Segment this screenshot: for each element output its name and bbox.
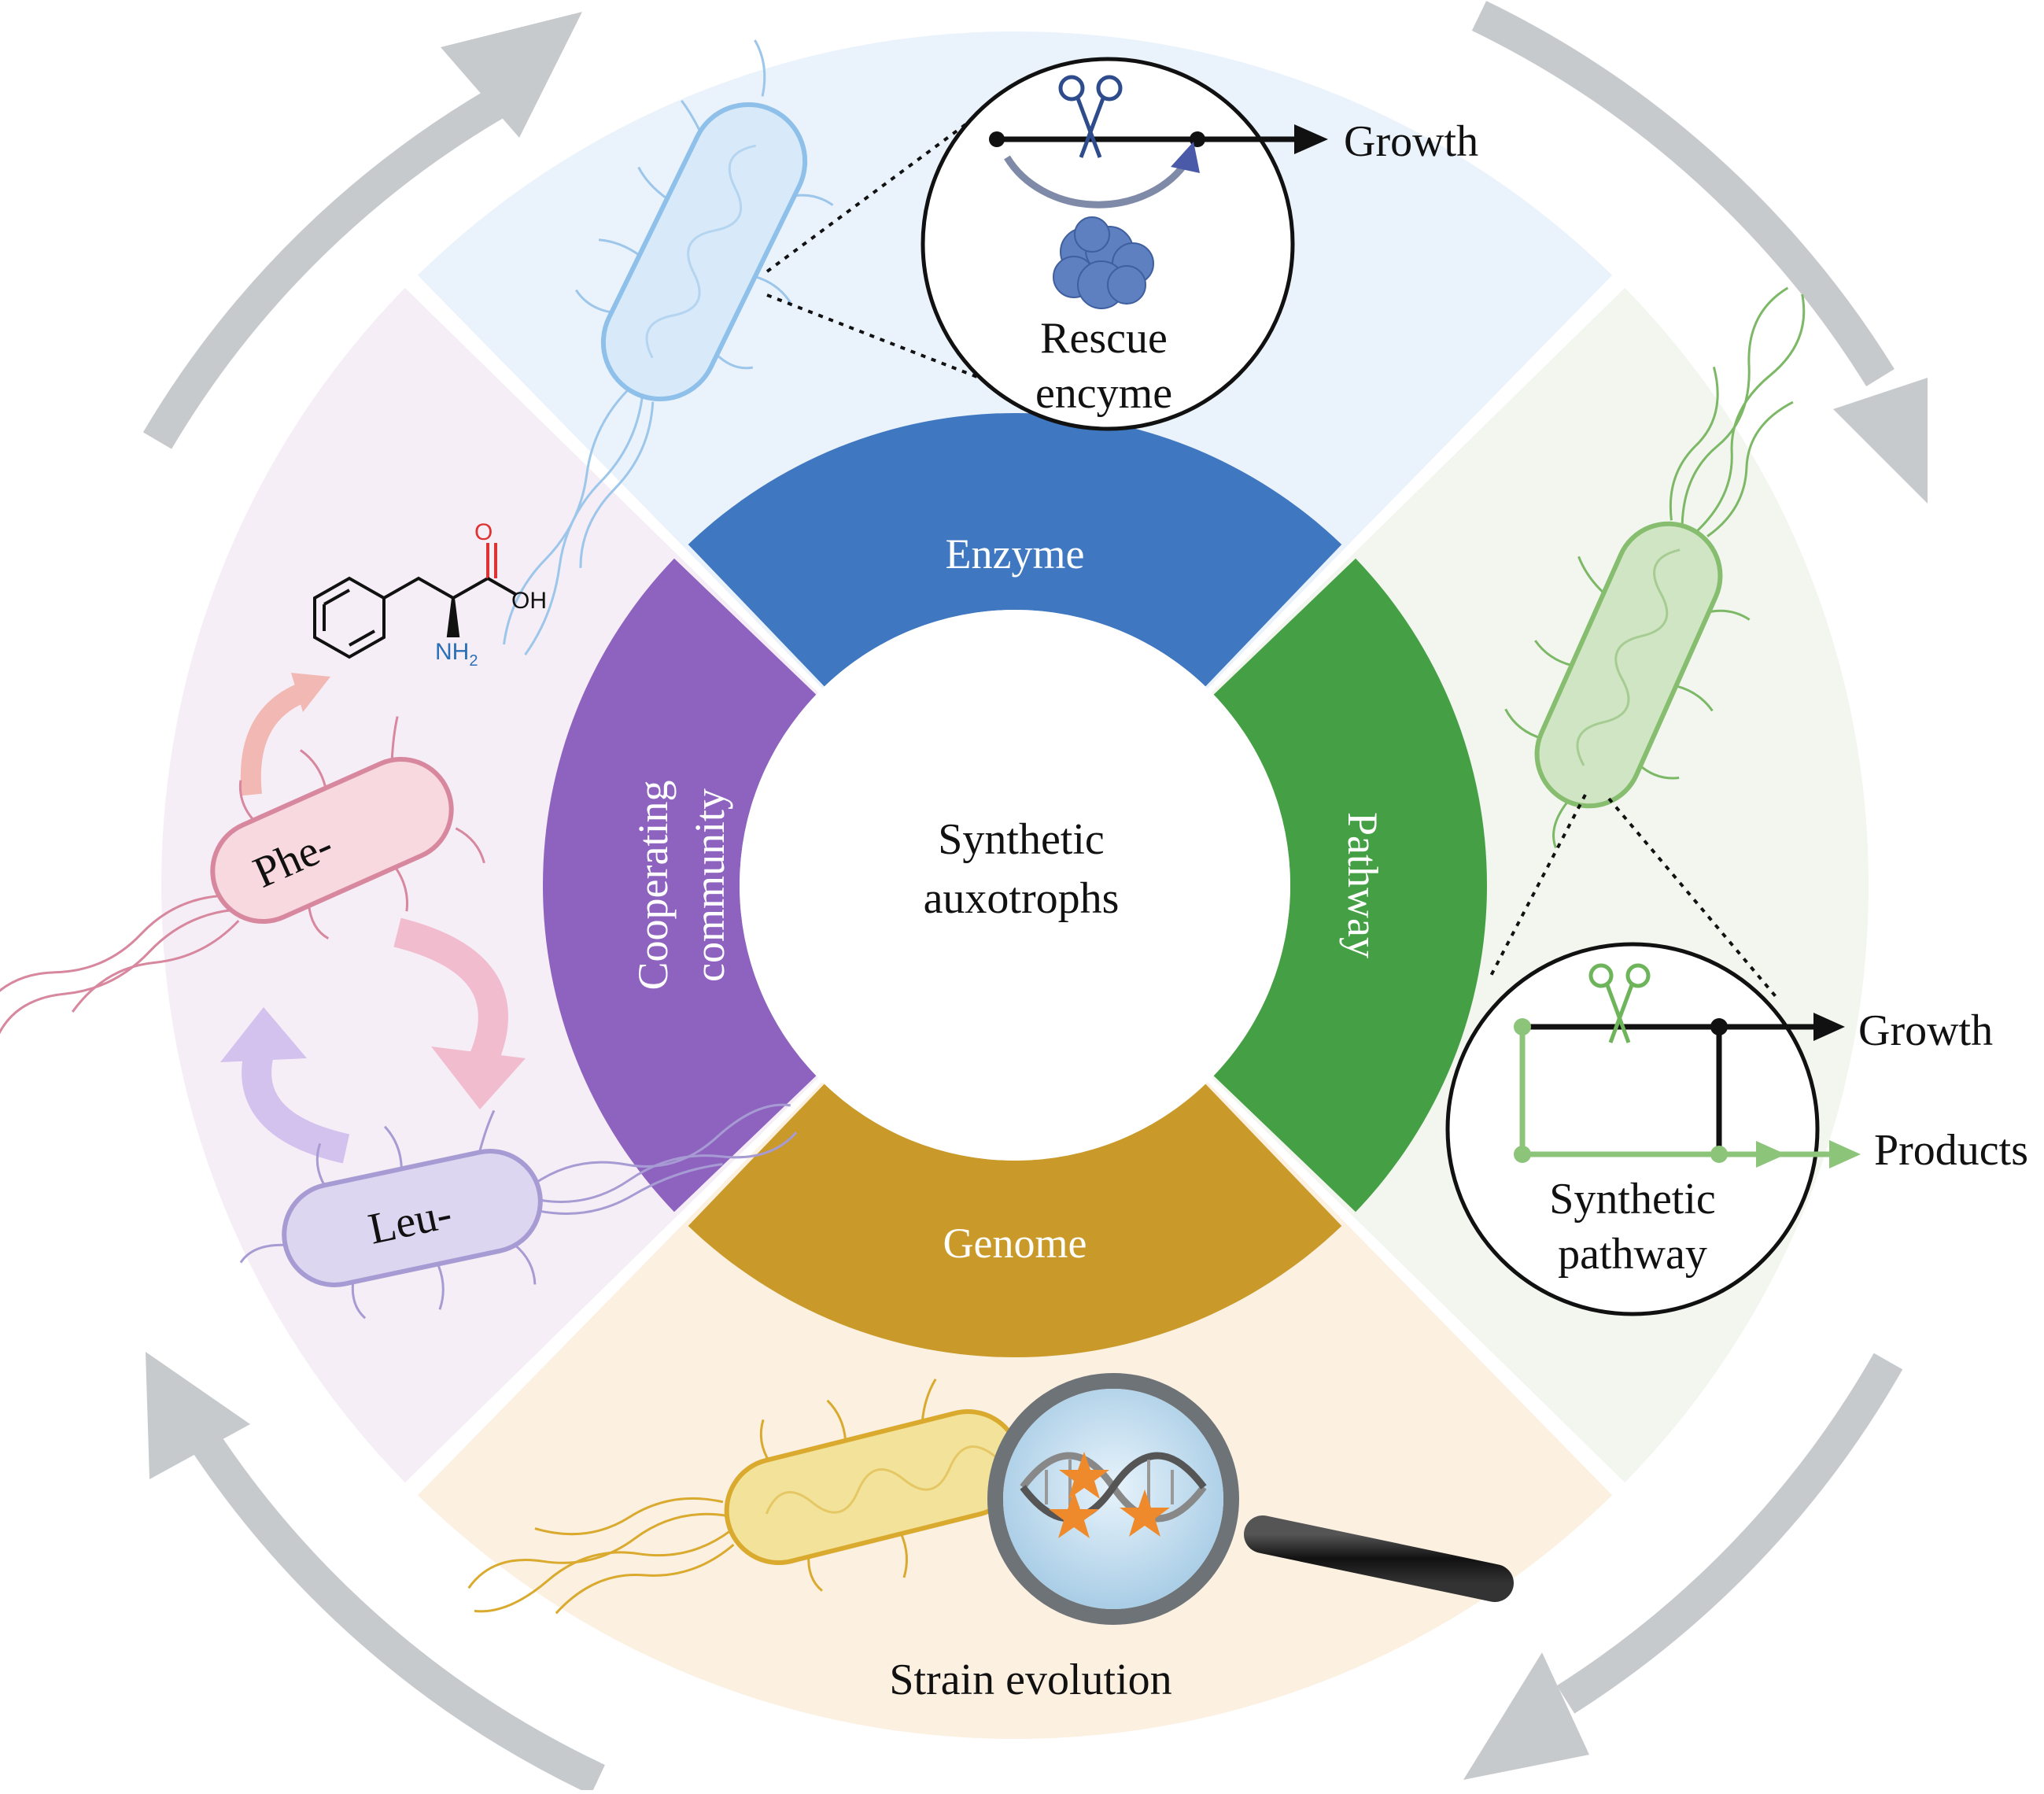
ring-label-community-line1: Cooperating	[629, 781, 677, 991]
cycle-arrowhead-bottom-left	[146, 1352, 250, 1479]
enzyme-panel: Growth Rescue encyme	[503, 39, 1478, 655]
genome-panel: Strain evolution	[467, 1373, 1514, 1704]
center-disc	[740, 610, 1290, 1161]
blue-bacterium	[503, 39, 834, 655]
molecule-amine-label: NH2	[435, 639, 478, 670]
cycle-arrowhead-top-left	[441, 12, 582, 138]
mutation-stars-icon	[1049, 1452, 1170, 1538]
strain-evolution-label: Strain evolution	[889, 1656, 1171, 1704]
cycle-arrowhead-bottom-right	[1463, 1652, 1589, 1780]
zoom-line-upper	[766, 113, 981, 273]
enzyme-growth-label: Growth	[1344, 117, 1478, 166]
magnifier-rim	[987, 1373, 1239, 1625]
magnifier-glass	[1003, 1389, 1223, 1609]
ring-segment-genome	[688, 1083, 1342, 1358]
pathway-products-label: Products	[1874, 1126, 2028, 1175]
pathway-zoom-line-left	[1489, 794, 1587, 976]
cycle-arrow-bottom-left	[175, 1407, 605, 1794]
phenylalanine-molecule	[313, 543, 516, 659]
ring-segment-community	[543, 558, 817, 1213]
pathway-panel: Growth Products Synthetic pathway	[1445, 286, 2028, 1316]
synthetic-pathway-label-line2: pathway	[1558, 1230, 1707, 1279]
cycle-arrow-top-right	[1471, 1, 1895, 387]
rescue-bypass-arrowhead	[1171, 142, 1200, 173]
products-arrowhead-1	[1756, 1141, 1786, 1168]
ring-segment-pathway	[1213, 558, 1487, 1213]
rescue-enzyme-label-line1: Rescue	[1040, 314, 1168, 363]
ring-label-genome: Genome	[943, 1220, 1087, 1267]
pathway-junction-node	[1710, 1018, 1728, 1035]
rescue-enzyme-label-line2: encyme	[1035, 369, 1172, 418]
pink-arrow-to-molecule	[240, 682, 308, 796]
dna-helix-icon	[1020, 1452, 1207, 1523]
community-panel: O OH NH2 Phe-	[0, 519, 798, 1320]
pathway-growth-arrowhead	[1813, 1013, 1845, 1041]
enzyme-growth-arrowhead	[1294, 124, 1328, 154]
purple-arrow-leu-to-phe	[242, 1046, 350, 1164]
rescue-bypass-arc	[1004, 155, 1187, 209]
scissors-icon	[1058, 75, 1123, 158]
cycle-arrow-bottom-right	[1556, 1353, 1903, 1714]
zoom-line-lower	[766, 293, 1000, 387]
products-arrowhead-2	[1829, 1140, 1861, 1168]
synthetic-pathway-label-line1: Synthetic	[1549, 1175, 1716, 1224]
ring-segment-enzyme	[688, 412, 1342, 687]
pathway-scissors-icon	[1588, 963, 1651, 1043]
molecule-hydroxyl-label: OH	[511, 588, 547, 614]
magnifier-handle	[1244, 1515, 1514, 1602]
purple-arrowhead-leu-to-phe	[220, 1007, 307, 1062]
pink-arrow-phe-to-leu	[393, 917, 508, 1065]
pathway-green-node-top	[1514, 1018, 1531, 1035]
phe-bacterium	[0, 716, 485, 1038]
enzyme-node-start	[989, 131, 1005, 147]
pathway-zoom-circle	[1445, 942, 1820, 1316]
outer-cycle-arrows	[142, 1, 1928, 1794]
ring-label-enzyme: Enzyme	[946, 530, 1085, 578]
ring-label-pathway: Pathway	[1339, 812, 1386, 958]
center-title-line1: Synthetic	[938, 815, 1105, 864]
cycle-arrowhead-top-right	[1833, 378, 1928, 504]
pathway-green-node-bottom	[1514, 1146, 1531, 1163]
pink-arrowhead-phe-to-leu	[431, 1046, 526, 1109]
ring-segments	[543, 412, 1487, 1358]
pink-arrowhead-to-molecule	[291, 673, 330, 712]
center-title-line2: auxotrophs	[924, 874, 1120, 923]
ring-label-community-line2: community	[686, 788, 733, 982]
green-bacterium	[1504, 286, 1806, 848]
rescue-enzyme-icon	[1053, 216, 1154, 309]
pathway-growth-label: Growth	[1858, 1006, 1993, 1055]
yellow-bacterium	[467, 1379, 1023, 1615]
leu-bacterium	[239, 1103, 798, 1320]
molecule-oxygen-label: O	[474, 519, 493, 545]
cycle-arrow-top-left	[142, 79, 520, 449]
